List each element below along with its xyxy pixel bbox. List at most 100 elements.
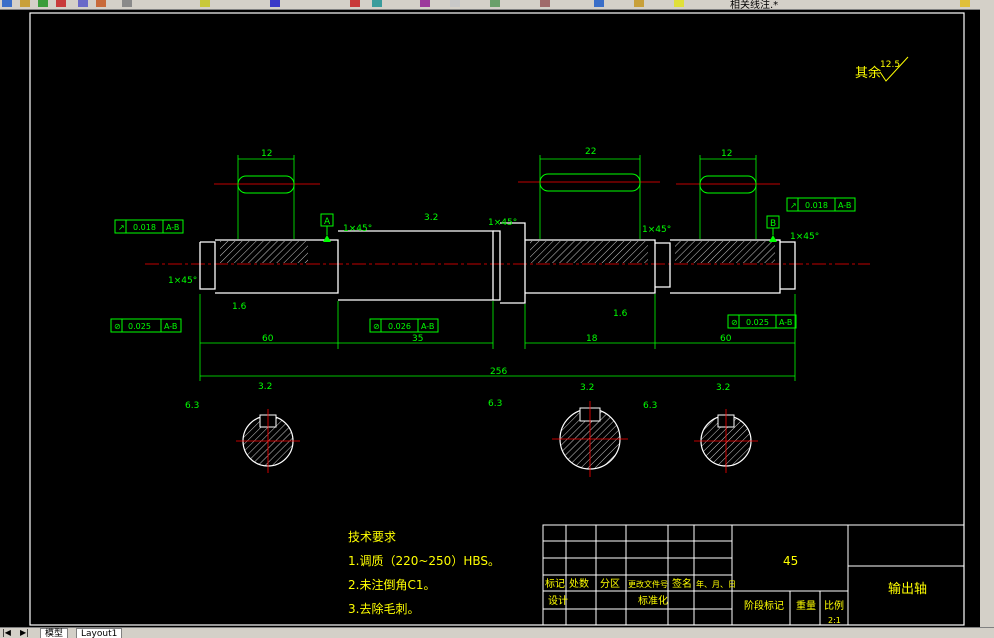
tb-header-0: 标记 bbox=[545, 578, 565, 590]
dim-key1: 12 bbox=[261, 149, 272, 159]
shaft-outline bbox=[199, 222, 796, 304]
chamfer-left: 1×45° bbox=[168, 276, 197, 286]
tech-item-2: 2.未注倒角C1。 bbox=[348, 577, 435, 592]
zoom-icon[interactable] bbox=[372, 0, 382, 7]
zoom-window-icon[interactable] bbox=[420, 0, 430, 7]
tol-left-val: 0.018 bbox=[133, 223, 156, 232]
tol-lb-ref: A-B bbox=[164, 322, 177, 331]
properties-icon[interactable] bbox=[450, 0, 460, 7]
undo-icon[interactable] bbox=[270, 0, 280, 7]
section-views bbox=[236, 401, 758, 477]
chamfer-right: 1×45° bbox=[790, 232, 819, 242]
open-icon[interactable] bbox=[20, 0, 30, 7]
layout-tabbar: |◀ ▶| 模型 Layout1 bbox=[0, 627, 994, 638]
print-icon[interactable] bbox=[56, 0, 66, 7]
design-center-icon[interactable] bbox=[490, 0, 500, 7]
roughness-32-sec2: 3.2 bbox=[580, 383, 594, 393]
tol-left-sym: ↗ bbox=[118, 223, 125, 232]
dim-len1: 60 bbox=[262, 334, 274, 344]
first-tab-icon[interactable]: |◀ bbox=[2, 628, 11, 637]
datum-a: A bbox=[324, 217, 331, 227]
tb-header-3: 更改文件号 bbox=[628, 579, 668, 589]
tb-stage: 阶段标记 bbox=[744, 599, 784, 612]
tol-mid-sym: ⊘ bbox=[373, 322, 380, 331]
dim-key2: 22 bbox=[585, 147, 596, 157]
tol-frame-left-bottom bbox=[110, 318, 182, 333]
layer-name[interactable]: 相关线注.* bbox=[730, 0, 779, 10]
title-block bbox=[542, 524, 965, 626]
tech-item-3: 3.去除毛刺。 bbox=[348, 601, 419, 616]
roughness-16-right: 1.6 bbox=[613, 309, 628, 319]
material: 45 bbox=[783, 554, 798, 568]
layer-state-icon[interactable] bbox=[960, 0, 970, 7]
tol-frame-mid bbox=[369, 318, 439, 333]
dimension-texts: 12 22 12 60 35 18 60 256 bbox=[261, 147, 732, 377]
tb-design: 设计 bbox=[548, 594, 568, 607]
keyways bbox=[237, 173, 757, 194]
section-hatch-mid bbox=[530, 241, 648, 263]
section-hatch-right bbox=[675, 241, 775, 263]
dim-len3: 18 bbox=[586, 334, 598, 344]
roughness-63-sec1: 6.3 bbox=[185, 401, 199, 411]
drawing-canvas[interactable]: 其余 12.5 bbox=[0, 9, 994, 627]
datum-b: B bbox=[770, 219, 776, 229]
tb-standard: 标准化 bbox=[638, 594, 668, 607]
copy-icon[interactable] bbox=[96, 0, 106, 7]
tab-model[interactable]: 模型 bbox=[40, 628, 69, 638]
tb-weight: 重量 bbox=[796, 599, 816, 612]
match-icon[interactable] bbox=[200, 0, 210, 7]
dim-total: 256 bbox=[490, 367, 507, 377]
dim-len2: 35 bbox=[412, 334, 423, 344]
chamfer-mid-right: 1×45° bbox=[642, 225, 671, 235]
roughness-32-sec3: 3.2 bbox=[716, 383, 730, 393]
pan-icon[interactable] bbox=[350, 0, 360, 7]
new-icon[interactable] bbox=[2, 0, 12, 7]
roughness-63-sec2: 6.3 bbox=[488, 399, 502, 409]
tb-scale: 比例 bbox=[824, 599, 844, 612]
part-name: 输出轴 bbox=[888, 581, 927, 597]
roughness-symbol bbox=[879, 56, 909, 82]
roughness-32-top: 3.2 bbox=[424, 213, 438, 223]
section-hatch-left bbox=[220, 241, 308, 263]
tb-header-1: 处数 bbox=[569, 577, 589, 590]
last-tab-icon[interactable]: ▶| bbox=[20, 628, 29, 637]
cut-icon[interactable] bbox=[78, 0, 88, 7]
tol-right-sym: ↗ bbox=[790, 201, 797, 210]
dimension-lines bbox=[199, 155, 796, 381]
tb-header-5: 年、月、日 bbox=[696, 579, 736, 589]
tol-mid-val: 0.026 bbox=[388, 322, 411, 331]
chamfer-mid-left: 1×45° bbox=[343, 224, 372, 234]
tech-item-1: 1.调质（220~250）HBS。 bbox=[348, 554, 500, 568]
key-centerlines bbox=[214, 181, 780, 185]
tol-frame-right-bottom bbox=[727, 314, 797, 329]
tol-mid-ref: A-B bbox=[421, 322, 434, 331]
tol-right-val: 0.018 bbox=[805, 201, 828, 210]
dim-len4: 60 bbox=[720, 334, 732, 344]
tol-rb-ref: A-B bbox=[779, 318, 792, 327]
tol-frame-right bbox=[786, 197, 856, 212]
layer-icon[interactable] bbox=[634, 0, 644, 7]
roughness-16-left: 1.6 bbox=[232, 302, 247, 312]
tol-left-ref: A-B bbox=[166, 223, 179, 232]
tab-layout1[interactable]: Layout1 bbox=[76, 628, 123, 638]
tb-header-4: 签名 bbox=[672, 577, 692, 590]
roughness-32-sec1: 3.2 bbox=[258, 382, 272, 392]
tool-palette-icon[interactable] bbox=[540, 0, 550, 7]
chamfer-mid: 1×45° bbox=[488, 218, 517, 228]
tol-rb-sym: ⊘ bbox=[731, 318, 738, 327]
tol-rb-val: 0.025 bbox=[746, 318, 769, 327]
drawing-frame bbox=[29, 12, 965, 626]
save-icon[interactable] bbox=[38, 0, 48, 7]
tol-right-ref: A-B bbox=[838, 201, 851, 210]
layer-light-icon[interactable] bbox=[674, 0, 684, 7]
rest-roughness: 12.5 bbox=[880, 60, 900, 70]
paste-icon[interactable] bbox=[122, 0, 132, 7]
toolbar: 相关线注.* bbox=[0, 0, 994, 10]
tb-scale-val: 2:1 bbox=[828, 616, 841, 625]
roughness-63-sec3: 6.3 bbox=[643, 401, 657, 411]
tol-lb-val: 0.025 bbox=[128, 322, 151, 331]
tol-lb-sym: ⊘ bbox=[114, 322, 121, 331]
help-icon[interactable] bbox=[594, 0, 604, 7]
tech-title: 技术要求 bbox=[348, 530, 396, 544]
vertical-scrollbar[interactable] bbox=[980, 9, 994, 627]
